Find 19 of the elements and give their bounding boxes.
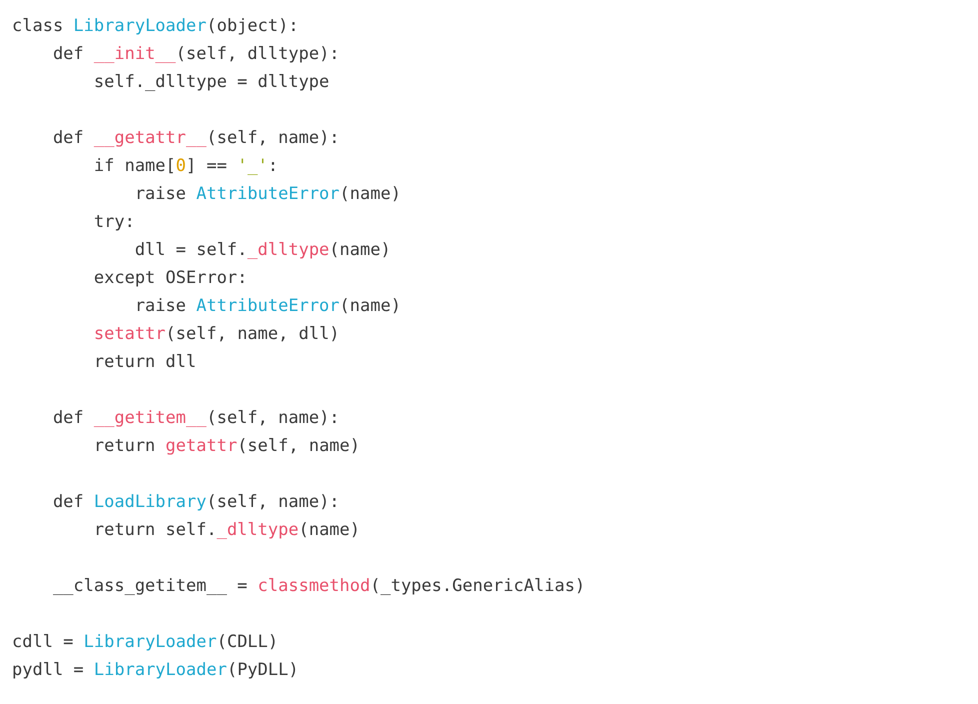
code-line: return getattr(self, name) xyxy=(92,435,360,458)
code-line: __class_getitem__ = classmethod(_types.GenericAlias) xyxy=(52,575,586,598)
code-line: pydll = LibraryLoader(PyDLL) xyxy=(12,659,299,682)
code-line: raise AttributeError(name) xyxy=(134,295,401,318)
code-line: return dll xyxy=(92,351,196,374)
code-line: if name[0] == '_': xyxy=(92,155,278,178)
code-line: def LoadLibrary(self, name): xyxy=(52,491,340,514)
code-line: return self._dlltype(name) xyxy=(92,519,360,542)
code-line: cdll = LibraryLoader(CDLL) xyxy=(12,631,278,654)
code-line: raise AttributeError(name) xyxy=(134,183,401,206)
code-line: class LibraryLoader(object): xyxy=(12,15,299,38)
code-line: self._dlltype = dlltype xyxy=(92,71,330,94)
code-line: dll = self._dlltype(name) xyxy=(134,239,391,262)
code-line: try: xyxy=(92,211,135,234)
code-line: def __init__(self, dlltype): xyxy=(52,43,340,66)
code-line: except OSError: xyxy=(92,267,248,290)
code-line: def __getitem__(self, name): xyxy=(52,407,340,430)
code-line: setattr(self, name, dll) xyxy=(92,323,340,346)
code-line: def __getattr__(self, name): xyxy=(52,127,340,150)
